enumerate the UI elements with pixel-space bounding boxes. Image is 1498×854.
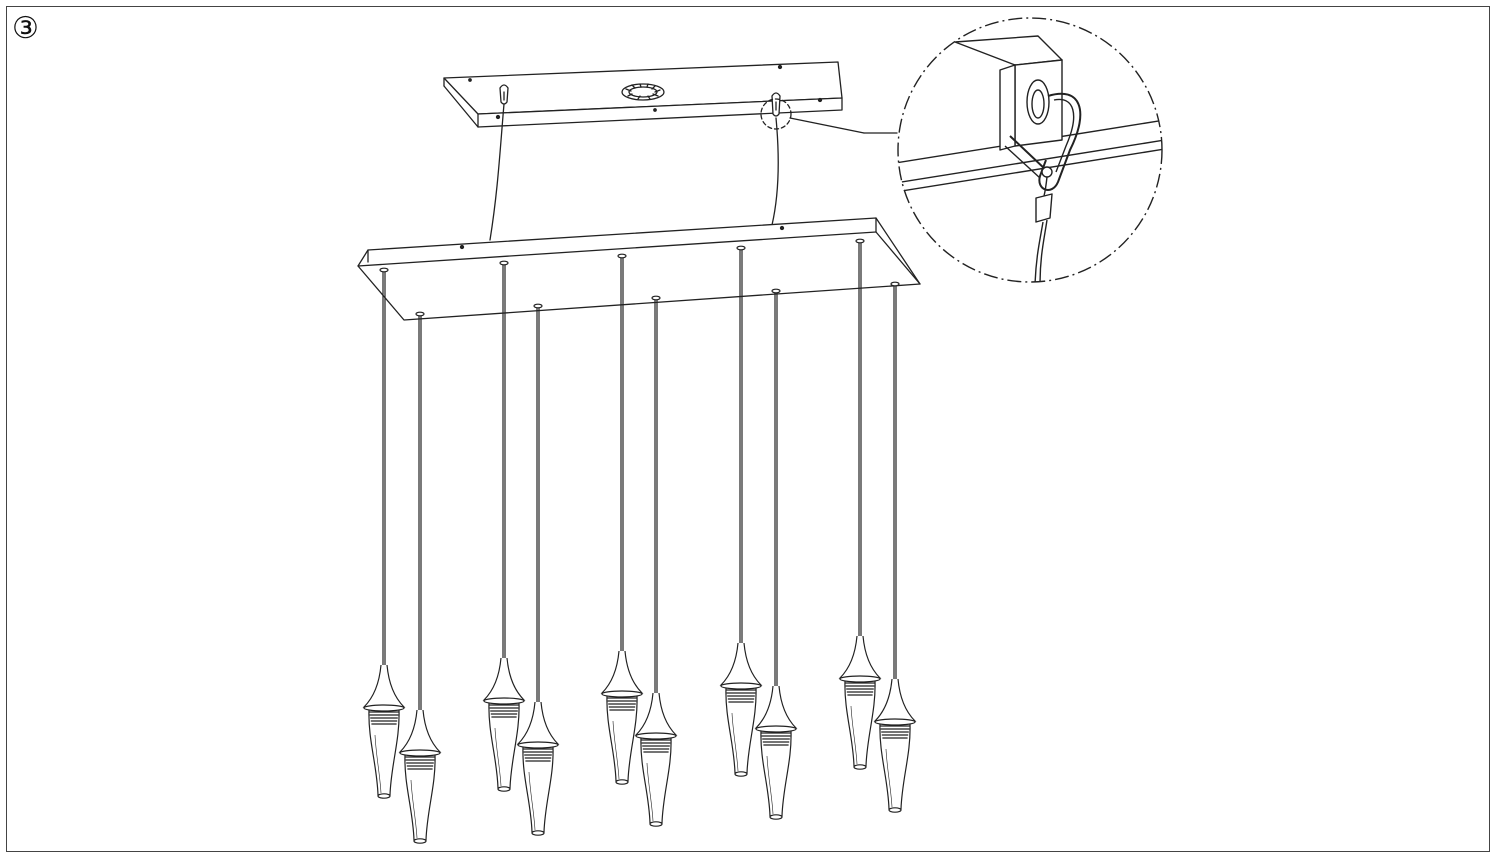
canopy-plate bbox=[357, 217, 921, 321]
pendant-light-5 bbox=[600, 253, 644, 785]
pendant-light-4 bbox=[516, 303, 560, 836]
pendant-lights bbox=[362, 238, 917, 844]
pendant-light-6 bbox=[634, 295, 678, 827]
right-suspension-cable bbox=[771, 117, 779, 226]
ceiling-mounting-bracket bbox=[443, 61, 843, 128]
pendant-light-9 bbox=[838, 238, 882, 770]
detail-callout-circle bbox=[760, 98, 792, 130]
pendant-light-8 bbox=[754, 288, 798, 820]
pendant-light-7 bbox=[719, 245, 763, 777]
detail-hanging-tab bbox=[954, 35, 1063, 151]
center-knockout-hole bbox=[621, 83, 665, 101]
detail-cable-crimp bbox=[1034, 176, 1053, 282]
left-suspension-cable bbox=[489, 103, 505, 241]
detail-view bbox=[897, 17, 1163, 283]
diagram-frame bbox=[6, 6, 1490, 852]
pendant-light-10 bbox=[873, 281, 917, 813]
step-number: ③ bbox=[12, 11, 39, 46]
pendant-light-1 bbox=[362, 267, 406, 799]
right-hook bbox=[771, 92, 781, 117]
left-hook bbox=[499, 84, 509, 105]
detail-leader-line bbox=[789, 117, 865, 134]
pendant-light-3 bbox=[482, 260, 526, 792]
pendant-light-2 bbox=[398, 311, 442, 844]
